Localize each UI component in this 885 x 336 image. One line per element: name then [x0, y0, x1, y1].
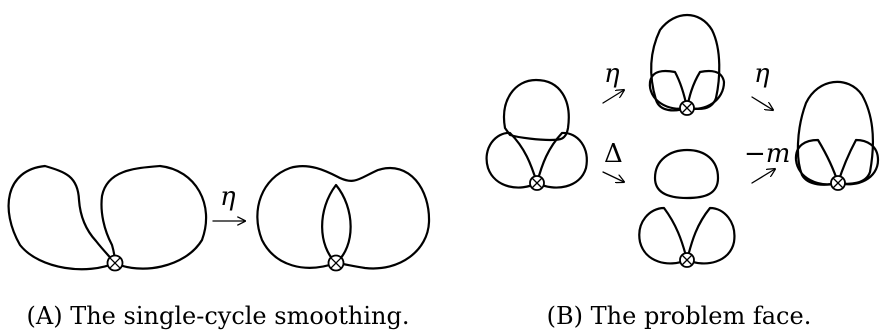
label-top-right: η — [754, 59, 770, 89]
diagram-b-source — [485, 78, 588, 191]
top-circle — [653, 148, 720, 200]
panel-a: η (A) The single-cycle smoothing. — [7, 164, 431, 330]
label-top-left: η — [604, 59, 620, 89]
left-petal — [794, 138, 840, 186]
right-petal — [685, 69, 726, 110]
virtual-crossing — [679, 100, 695, 116]
top-lobe — [502, 78, 570, 142]
label-bottom-left: Δ — [604, 139, 623, 169]
label-bottom-right: −m — [744, 139, 790, 169]
virtual-crossing — [529, 175, 545, 191]
caption-b: (B) The problem face. — [547, 302, 812, 330]
virtual-crossing — [830, 175, 846, 191]
right-lobe — [535, 131, 588, 189]
left-petal — [648, 69, 689, 110]
right-lobe — [100, 164, 208, 270]
right-lobe — [685, 206, 736, 265]
caption-a: (A) The single-cycle smoothing. — [27, 302, 410, 330]
virtual-crossing — [679, 252, 695, 268]
virtual-crossing — [106, 254, 124, 272]
left-lobe — [7, 164, 117, 271]
outer-cycle — [796, 80, 875, 186]
arrow-top-left: η — [602, 59, 624, 104]
left-lobe — [638, 206, 689, 265]
diagram-a-after — [256, 165, 431, 272]
map-arrow-a: η — [212, 182, 245, 221]
arrow-bottom-left: Δ — [602, 139, 624, 182]
right-petal — [836, 138, 880, 186]
diagram-b-target — [794, 80, 880, 191]
outer-cycle — [256, 165, 431, 270]
arrow-top-right: η — [751, 59, 773, 110]
diagram-b-bottom — [638, 148, 736, 268]
panel-b: η η Δ −m (B) The problem face. — [485, 14, 880, 330]
virtual-crossing — [327, 254, 345, 272]
diagram-a-before — [7, 164, 208, 272]
diagram-b-top — [648, 14, 726, 116]
map-label-eta: η — [220, 182, 236, 212]
left-lobe — [485, 131, 539, 189]
inner-eye — [321, 183, 352, 265]
arrow-bottom-right: −m — [744, 139, 790, 184]
